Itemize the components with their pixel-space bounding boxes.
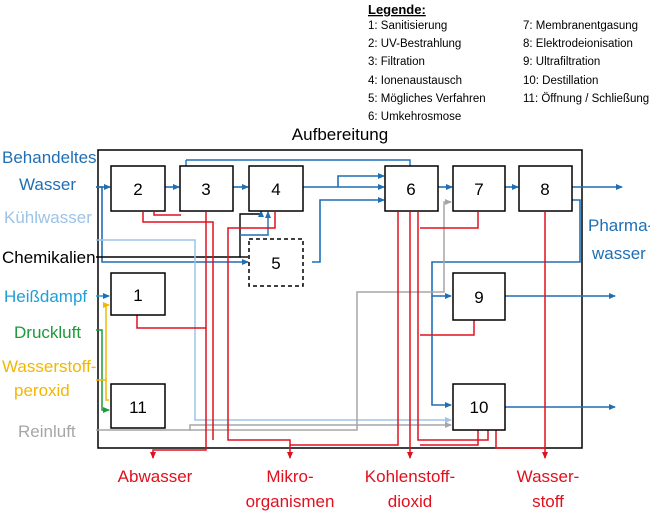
output-labels: Pharma- wasser Abwasser Mikro- organisme… — [118, 216, 650, 511]
water-flow-lines — [96, 173, 623, 410]
box-10[interactable]: 10 — [452, 383, 506, 431]
box-label: 7 — [474, 180, 483, 199]
box-3[interactable]: 3 — [179, 165, 234, 212]
input-labels: Behandeltes Wasser Kühlwasser Chemikalie… — [2, 148, 97, 441]
output-kohlenstoffdioxid: dioxid — [388, 492, 432, 511]
box-6[interactable]: 6 — [384, 165, 439, 212]
legend-item: 5: Mögliches Verfahren — [368, 93, 486, 105]
output-wasserstoff: Wasser- — [517, 467, 580, 486]
legend-item: 3: Filtration — [368, 56, 425, 68]
legend-item: 1: Sanitisierung — [368, 20, 447, 32]
legend-item: 6: Umkehrosmose — [368, 111, 461, 123]
legend-item: 4: Ionenaustausch — [368, 75, 462, 87]
legend-item: 8: Elektrodeionisation — [523, 38, 633, 50]
input-chemikalien: Chemikalien — [2, 248, 96, 267]
clean-air-lines — [96, 199, 452, 431]
legend-item: 11: Öffnung / Schließung — [523, 93, 649, 105]
box-label: 11 — [129, 398, 147, 417]
cooling-water-lines — [96, 239, 452, 423]
box-9[interactable]: 9 — [452, 272, 506, 321]
output-kohlenstoffdioxid: Kohlenstoff- — [365, 467, 455, 486]
output-wasserstoff: stoff — [532, 492, 564, 511]
box-5[interactable]: 5 — [248, 238, 304, 287]
input-druckluft: Druckluft — [14, 323, 81, 342]
legend-title: Legende: — [368, 2, 426, 17]
box-1[interactable]: 1 — [110, 272, 166, 316]
box-11[interactable]: 11 — [110, 383, 166, 429]
box-label: 1 — [133, 286, 142, 305]
legend-item: 9: Ultrafiltration — [523, 56, 600, 68]
box-label: 3 — [201, 180, 210, 199]
input-wasserstoffperoxid: peroxid — [14, 381, 70, 400]
box-label: 10 — [470, 398, 489, 417]
output-abwasser: Abwasser — [118, 467, 193, 486]
output-mikroorganismen: Mikro- — [266, 467, 313, 486]
chemical-lines — [96, 210, 264, 258]
waste-lines — [136, 212, 548, 459]
legend-item: 2: UV-Bestrahlung — [368, 38, 461, 50]
legend-item: 10: Destillation — [523, 75, 598, 87]
treatment-frame — [97, 149, 583, 449]
box-label: 2 — [133, 180, 142, 199]
legend-item: 7: Membranentgasung — [523, 20, 638, 32]
box-label: 6 — [406, 180, 415, 199]
box-2[interactable]: 2 — [110, 165, 166, 212]
input-reinluft: Reinluft — [18, 422, 76, 441]
legend: Legende: 1: Sanitisierung 2: UV-Bestrahl… — [368, 2, 649, 123]
output-pharmawasser: Pharma- — [588, 216, 650, 235]
box-label: 8 — [540, 180, 549, 199]
output-pharmawasser: wasser — [591, 244, 646, 263]
output-mikroorganismen: organismen — [246, 492, 335, 511]
diagram-title: Aufbereitung — [292, 125, 388, 144]
input-wasserstoffperoxid: Wasserstoff- — [2, 357, 96, 376]
input-behandeltes-wasser: Wasser — [19, 175, 76, 194]
box-label: 5 — [271, 254, 280, 273]
box-label: 4 — [271, 180, 280, 199]
input-behandeltes-wasser: Behandeltes — [2, 148, 97, 167]
input-kuehlwasser: Kühlwasser — [4, 208, 92, 227]
box-7[interactable]: 7 — [452, 165, 506, 212]
box-8[interactable]: 8 — [518, 165, 573, 212]
compressed-air-lines — [96, 329, 110, 413]
box-4[interactable]: 4 — [248, 165, 304, 212]
peroxide-lines — [96, 302, 110, 401]
box-label: 9 — [474, 288, 483, 307]
input-heissdampf: Heißdampf — [4, 287, 87, 306]
